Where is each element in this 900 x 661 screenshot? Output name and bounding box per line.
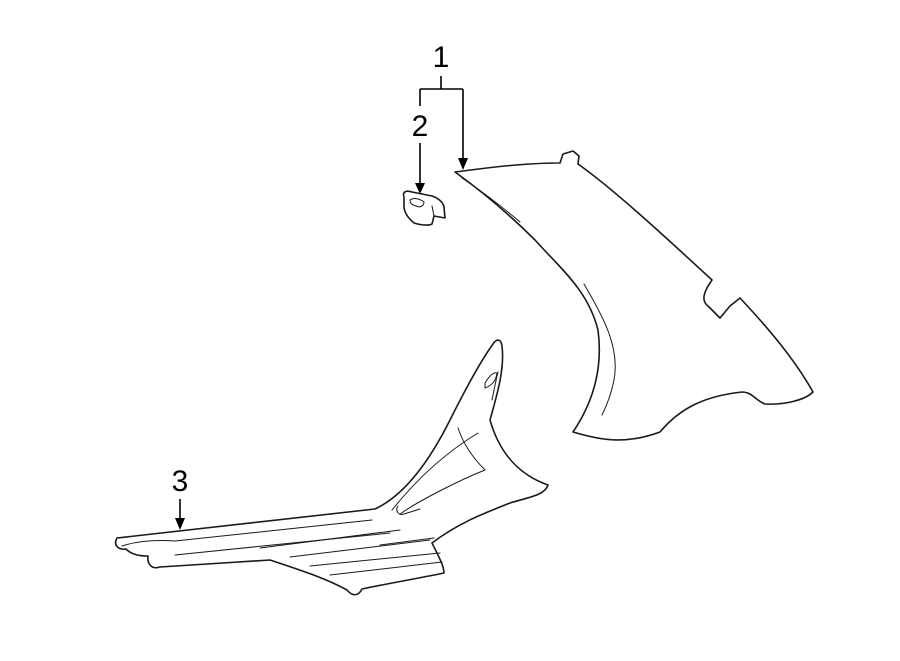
quarter-trim-panel-crease <box>583 283 616 416</box>
quarter-trim-panel <box>454 150 814 441</box>
quarter-trim-panel-inner-edge <box>461 177 521 223</box>
callout-2-arrowhead <box>415 183 425 194</box>
scuff-plate-pillar-tip <box>491 371 499 401</box>
callout-2: 2 <box>412 110 429 194</box>
callout-1-arrowhead <box>458 158 468 170</box>
callout-1: 1 <box>419 41 468 170</box>
scuff-plate-pillar-base <box>396 505 421 515</box>
trim-clip <box>402 190 446 226</box>
scuff-plate-rib-5 <box>329 561 443 576</box>
trim-clip-hole <box>409 198 425 208</box>
scuff-plate-outline <box>114 339 549 596</box>
scuff-plate-pillar-contour <box>399 427 486 515</box>
scuff-plate <box>114 339 549 596</box>
scuff-plate-rib-4 <box>309 552 441 567</box>
callout-3-arrowhead <box>175 518 185 530</box>
scuff-plate-rib-6 <box>379 537 435 546</box>
callout-1-leader <box>419 76 464 158</box>
trim-clip-body <box>402 190 446 226</box>
scuff-plate-pillar-notch <box>484 372 498 389</box>
trim-clip-edge <box>431 205 435 217</box>
callout-3-label: 3 <box>172 465 189 498</box>
scuff-plate-pillar-fold <box>391 432 479 511</box>
callout-2-label: 2 <box>412 110 429 143</box>
scuff-plate-rib-1 <box>174 532 391 556</box>
scuff-plate-rib-2 <box>259 529 401 549</box>
scuff-plate-lip <box>121 519 373 547</box>
callout-3: 3 <box>172 465 189 530</box>
quarter-trim-panel-outline <box>454 150 814 441</box>
callout-1-label: 1 <box>433 41 450 74</box>
scuff-plate-rib-3 <box>289 539 431 558</box>
